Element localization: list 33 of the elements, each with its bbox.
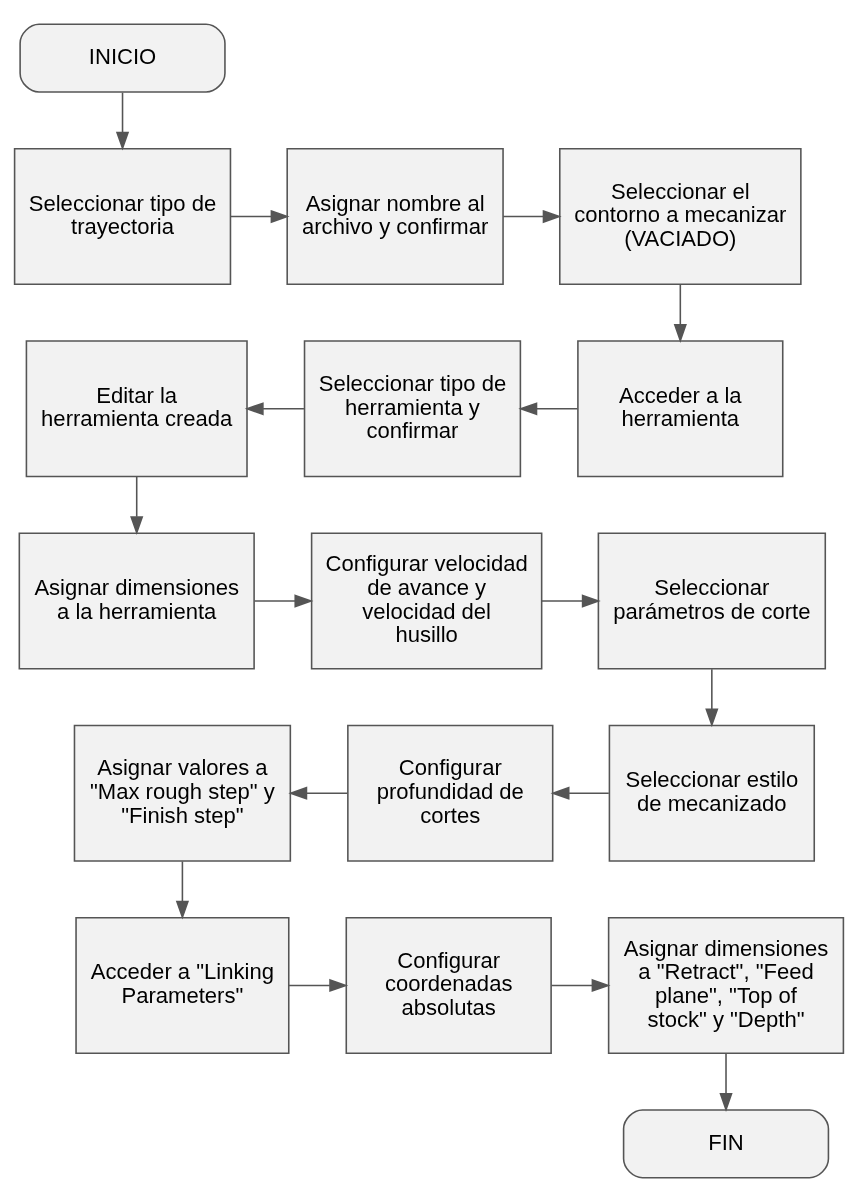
node-box: Acceder a "Linking Parameters"	[75, 916, 290, 1054]
arrow	[541, 594, 601, 608]
arrow	[288, 786, 349, 800]
arrow	[550, 786, 610, 800]
node-box: FIN	[622, 1109, 830, 1179]
arrow	[229, 209, 290, 224]
node-box: Seleccionar estilo de mecanizado	[608, 724, 816, 862]
arrow	[673, 284, 687, 343]
node-box: Seleccionar el contorno a mecanizar (VACIADO)	[559, 148, 802, 286]
node-box: Seleccionar tipo de trayectoria	[13, 148, 232, 286]
arrow	[502, 209, 562, 224]
node-box: Asignar valores a "Max rough step" y "Finish step"	[73, 724, 292, 862]
node-box: Configurar coordenadas absolutas	[345, 916, 552, 1054]
node-box: Seleccionar tipo de herramienta y confirmar	[303, 340, 522, 478]
arrow	[719, 1052, 733, 1112]
arrow	[550, 978, 611, 993]
arrow	[130, 476, 144, 536]
node-box: Configurar profundidad de cortes	[347, 724, 554, 862]
node-box: Editar la herramienta creada	[25, 340, 248, 478]
arrow	[288, 978, 349, 993]
node-box: Seleccionar parámetros de corte	[597, 532, 827, 670]
node-box: Asignar dimensiones a "Retract", "Feed plane", "Top of stock" y "Depth"	[607, 916, 845, 1054]
arrow	[115, 91, 130, 151]
arrow	[518, 402, 579, 416]
arrow	[705, 668, 719, 728]
arrow	[253, 594, 314, 608]
arrow	[244, 402, 305, 416]
node-box: Acceder a la herramienta	[577, 340, 784, 478]
node-box: Configurar velocidad de avance y velocidad del husillo	[310, 532, 543, 670]
node-box: INICIO	[19, 23, 226, 93]
arrow	[175, 860, 190, 920]
node-box: Asignar dimensiones a la herramienta	[18, 532, 255, 670]
node-box: Asignar nombre al archivo y confirmar	[286, 148, 504, 286]
